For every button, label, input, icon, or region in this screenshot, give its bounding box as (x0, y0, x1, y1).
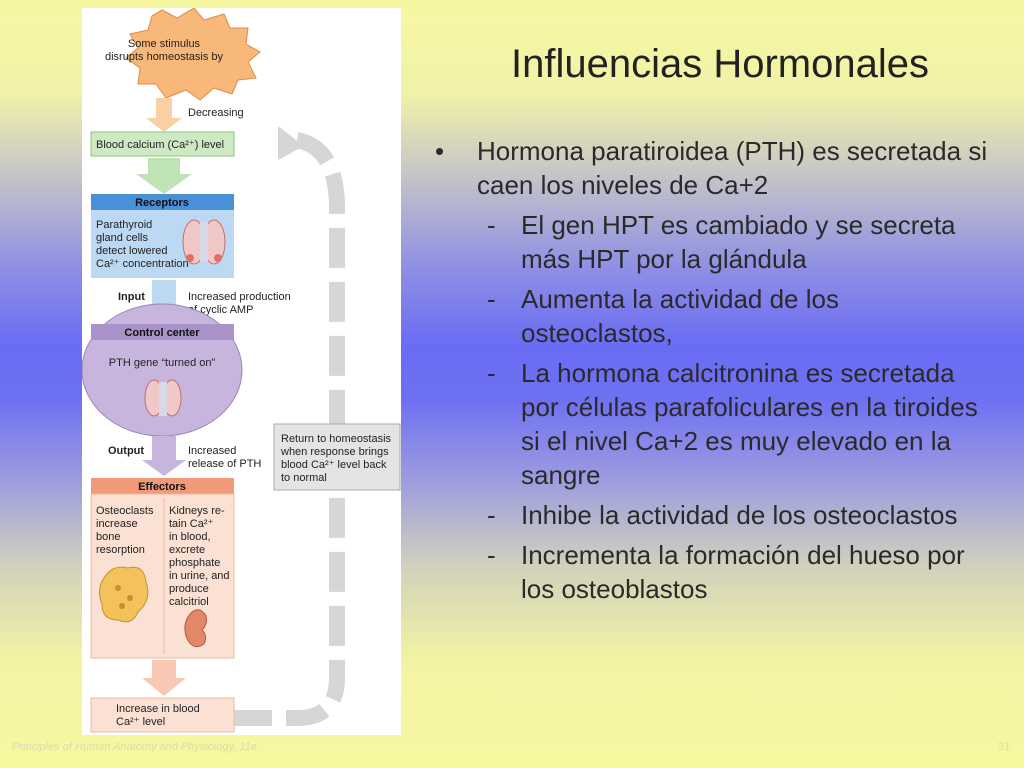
result-box (90, 697, 235, 733)
input-line-2: of cyclic AMP (188, 304, 253, 316)
variable-box (90, 131, 235, 157)
dash-marker: - (487, 500, 496, 530)
sub-bullet-text: Aumenta la actividad de los osteoclastos… (521, 284, 839, 348)
homeostasis-diagram: Some stimulus disrupts homeostasis by De… (81, 7, 401, 735)
effectors-right-8: calcitriol (169, 596, 209, 608)
arrow-variable-down (136, 158, 192, 194)
stimulus-line-1: Some stimulus (128, 38, 201, 50)
output-line-2: release of PTH (188, 458, 261, 470)
effectors-right-3: in blood, (169, 531, 211, 543)
arrow-stimulus-down (146, 98, 182, 132)
sub-bullet: - Aumenta la actividad de los osteoclast… (435, 282, 995, 350)
osteoclast-illustration (98, 566, 149, 623)
sub-bullet: - El gen HPT es cambiado y se secreta má… (435, 208, 995, 276)
variable-label: Blood calcium (Ca²⁺) level (96, 139, 224, 151)
effectors-right-7: produce (169, 583, 209, 595)
dash-marker: - (487, 284, 496, 314)
receptors-title: Receptors (135, 197, 189, 209)
effectors-left-1: Osteoclasts (96, 505, 154, 517)
dash-marker: - (487, 210, 496, 240)
input-label: Input (118, 291, 145, 303)
arrow-effectors-down (142, 660, 186, 696)
sub-bullet-text: La hormona calcitronina es secretada por… (521, 358, 978, 490)
effectors-left-2: increase (96, 518, 138, 530)
bullet-list: • Hormona paratiroidea (PTH) es secretad… (435, 134, 995, 612)
return-arrow (232, 132, 345, 726)
return-line-1: Return to homeostasis (281, 433, 392, 445)
return-arrowhead (278, 126, 304, 160)
return-line-3: blood Ca²⁺ level back (281, 459, 387, 471)
return-line-4: to normal (281, 472, 327, 484)
control-header (91, 324, 234, 340)
result-line-1: Increase in blood (116, 703, 200, 715)
diagram-canvas: Some stimulus disrupts homeostasis by De… (81, 7, 401, 733)
control-title: Control center (124, 327, 200, 339)
effectors-left-4: resorption (96, 544, 145, 556)
effectors-title: Effectors (138, 481, 186, 493)
receptors-line-2: gland cells (96, 232, 148, 244)
result-line-2: Ca²⁺ level (116, 716, 165, 728)
arrow-output (142, 436, 186, 476)
sub-bullet: - Inhibe la actividad de los osteoclasto… (435, 498, 995, 532)
input-line-1: Increased production (188, 291, 291, 303)
bullet-marker: • (435, 136, 445, 166)
sub-bullet-text: Inhibe la actividad de los osteoclastos (521, 500, 958, 530)
stimulus-burst (125, 7, 261, 101)
sub-bullet: - La hormona calcitronina es secretada p… (435, 356, 995, 492)
return-box (273, 423, 401, 491)
effectors-right-4: excrete (169, 544, 205, 556)
receptors-line-1: Parathyroid (96, 219, 152, 231)
receptors-line-4: Ca²⁺ concentration (96, 258, 189, 270)
output-label: Output (108, 445, 144, 457)
effectors-right-5: phosphate (169, 557, 220, 569)
slide-number: 31 (998, 741, 1011, 753)
kidney-illustration (184, 609, 207, 648)
decreasing-label: Decreasing (188, 107, 244, 119)
effectors-right-1: Kidneys re- (169, 505, 225, 517)
receptors-line-3: detect lowered (96, 245, 168, 257)
return-line-2: when response brings (280, 446, 389, 458)
effectors-right-2: tain Ca²⁺ (169, 518, 214, 530)
slide-title: Influencias Hormonales (511, 42, 929, 86)
control-text: PTH gene “turned on” (109, 357, 216, 369)
sub-bullet: - Incrementa la formación del hueso por … (435, 538, 995, 606)
effectors-right-6: in urine, and (169, 570, 230, 582)
sub-bullet-text: Incrementa la formación del hueso por lo… (521, 540, 965, 604)
output-line-1: Increased (188, 445, 236, 457)
stimulus-line-2: disrupts homeostasis by (105, 51, 223, 63)
control-center (81, 303, 243, 437)
effectors-left-3: bone (96, 531, 120, 543)
bullet-main: • Hormona paratiroidea (PTH) es secretad… (435, 134, 995, 202)
effectors-header (91, 478, 234, 494)
sub-bullet-text: El gen HPT es cambiado y se secreta más … (521, 210, 956, 274)
dash-marker: - (487, 358, 496, 388)
receptors-header (91, 194, 234, 210)
thyroid-illustration-2 (144, 379, 182, 417)
thyroid-illustration-1 (182, 219, 226, 265)
dash-marker: - (487, 540, 496, 570)
bullet-main-text: Hormona paratiroidea (PTH) es secretada … (477, 136, 988, 200)
footer-source: Principles of Human Anatomy and Physiolo… (12, 741, 257, 753)
